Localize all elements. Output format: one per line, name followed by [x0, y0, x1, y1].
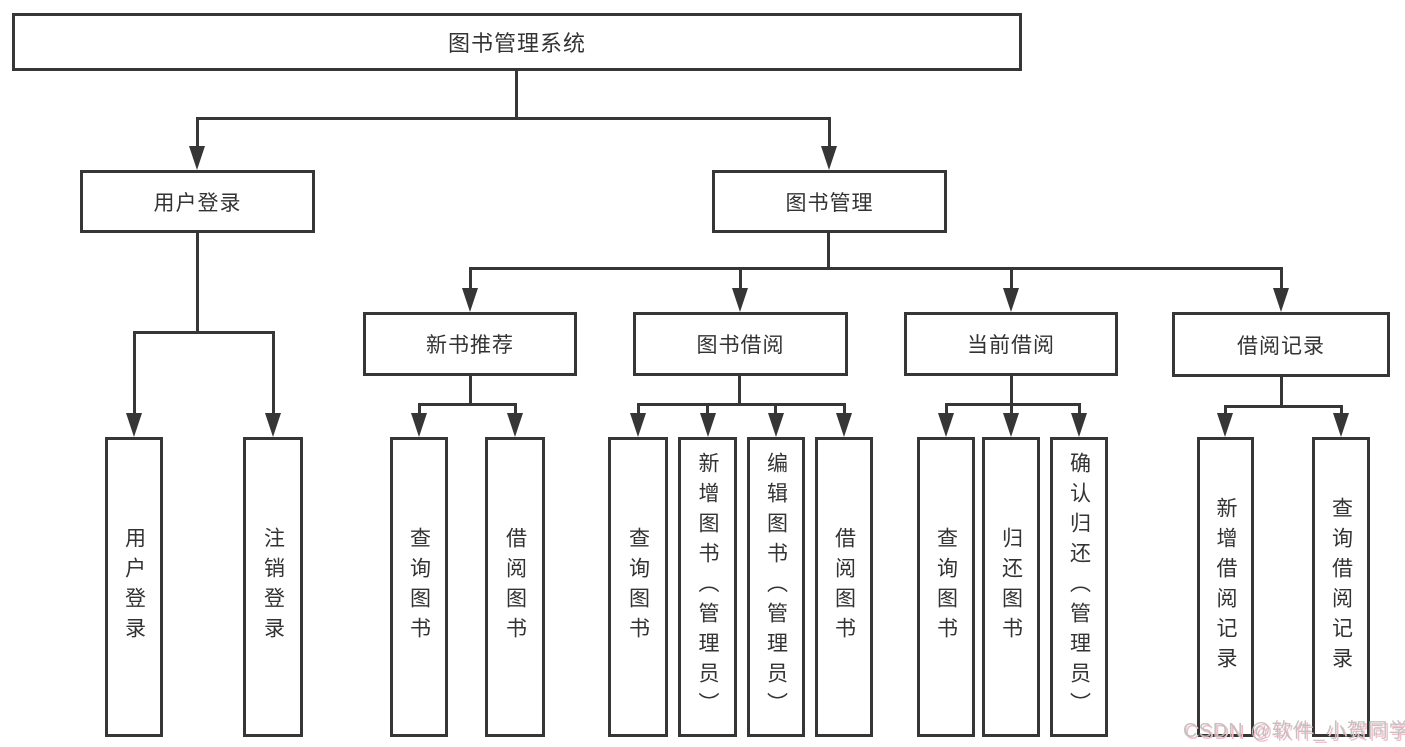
node-leaf-borrow-books: 借阅图书: [815, 437, 873, 737]
connector-drop-user-login: [196, 117, 199, 150]
connector-g4-drop-1: [945, 403, 948, 416]
arrowhead-to-book-borrow: [732, 288, 748, 312]
connector-g3-drop-4: [843, 403, 846, 416]
node-leaf-query-books-borrowing: 查询图书: [608, 437, 668, 737]
connector-drop-current-borrow: [1010, 267, 1013, 291]
connector-g3-vertical: [738, 374, 741, 406]
arrowhead-to-login: [126, 413, 142, 437]
node-leaf-borrow-books-recommend: 借阅图书: [485, 437, 545, 737]
node-leaf-edit-books-admin: 编辑图书（管理员）: [747, 437, 805, 737]
arrowhead-g3-3: [768, 413, 784, 437]
node-leaf-logout: 注销登录: [243, 437, 303, 737]
connector-g3-drop-1: [637, 403, 640, 416]
arrowhead-to-borrow-records: [1273, 288, 1289, 312]
connector-g2-drop-1: [418, 403, 421, 416]
node-new-book-recommend: 新书推荐: [363, 312, 577, 376]
connector-root-horizontal: [196, 117, 831, 120]
node-library-management-system: 图书管理系统: [12, 13, 1022, 71]
connector-g4-drop-3: [1078, 403, 1081, 416]
node-book-management: 图书管理: [712, 170, 947, 233]
connector-drop-book-borrow: [739, 267, 742, 291]
arrowhead-g3-2: [700, 413, 716, 437]
connector-drop-logout: [272, 331, 275, 415]
node-leaf-add-books-admin: 新增图书（管理员）: [678, 437, 737, 737]
node-book-borrowing: 图书借阅: [633, 312, 848, 376]
node-leaf-query-books-current: 查询图书: [917, 437, 975, 737]
connector-g4-vertical: [1010, 374, 1013, 406]
node-leaf-user-login: 用户登录: [105, 437, 163, 737]
arrowhead-g5-2: [1333, 413, 1349, 437]
arrowhead-g4-1: [938, 413, 954, 437]
arrowhead-g2-1: [411, 413, 427, 437]
arrowhead-g3-1: [630, 413, 646, 437]
node-leaf-add-borrow-record: 新增借阅记录: [1197, 437, 1254, 737]
arrowhead-to-current-borrow: [1003, 288, 1019, 312]
connector-g4-horizontal: [945, 403, 1081, 406]
connector-book-mgmt-horizontal: [469, 267, 1283, 270]
node-current-borrowing: 当前借阅: [904, 312, 1118, 376]
connector-root-vertical: [515, 68, 518, 120]
arrowhead-g3-4: [836, 413, 852, 437]
arrowhead-to-book-management: [821, 146, 837, 170]
csdn-watermark: CSDN @软件_小贺同学: [1183, 720, 1405, 742]
node-leaf-confirm-return-admin: 确认归还（管理员）: [1050, 437, 1108, 737]
connector-g5-drop-2: [1340, 405, 1343, 416]
connector-g5-horizontal: [1224, 405, 1343, 408]
connector-g3-drop-2: [706, 403, 709, 416]
node-user-login: 用户登录: [80, 170, 315, 233]
connector-drop-login: [133, 331, 136, 415]
connector-g5-drop-1: [1224, 405, 1227, 416]
arrowhead-to-logout: [265, 413, 281, 437]
connector-book-mgmt-vertical: [827, 231, 830, 270]
connector-g2-drop-2: [514, 403, 517, 416]
connector-g4-drop-2: [1010, 403, 1013, 416]
connector-g3-horizontal: [637, 403, 846, 406]
node-leaf-query-borrow-record: 查询借阅记录: [1312, 437, 1370, 737]
node-leaf-return-books: 归还图书: [982, 437, 1040, 737]
node-leaf-query-books-recommend: 查询图书: [390, 437, 448, 737]
connector-drop-borrow-records: [1280, 267, 1283, 291]
connector-user-login-vertical: [196, 231, 199, 334]
arrowhead-to-new-books: [462, 288, 478, 312]
connector-drop-new-books: [469, 267, 472, 291]
node-borrowing-records: 借阅记录: [1172, 312, 1390, 377]
connector-g2-vertical: [469, 374, 472, 406]
connector-g2-horizontal: [418, 403, 517, 406]
arrowhead-g5-1: [1217, 413, 1233, 437]
arrowhead-g2-2: [507, 413, 523, 437]
arrowhead-g4-3: [1071, 413, 1087, 437]
connector-g3-drop-3: [774, 403, 777, 416]
arrowhead-g4-2: [1003, 413, 1019, 437]
connector-drop-book-management: [828, 117, 831, 150]
connector-user-login-horizontal: [133, 331, 275, 334]
connector-g5-vertical: [1280, 375, 1283, 408]
arrowhead-to-user-login: [189, 146, 205, 170]
